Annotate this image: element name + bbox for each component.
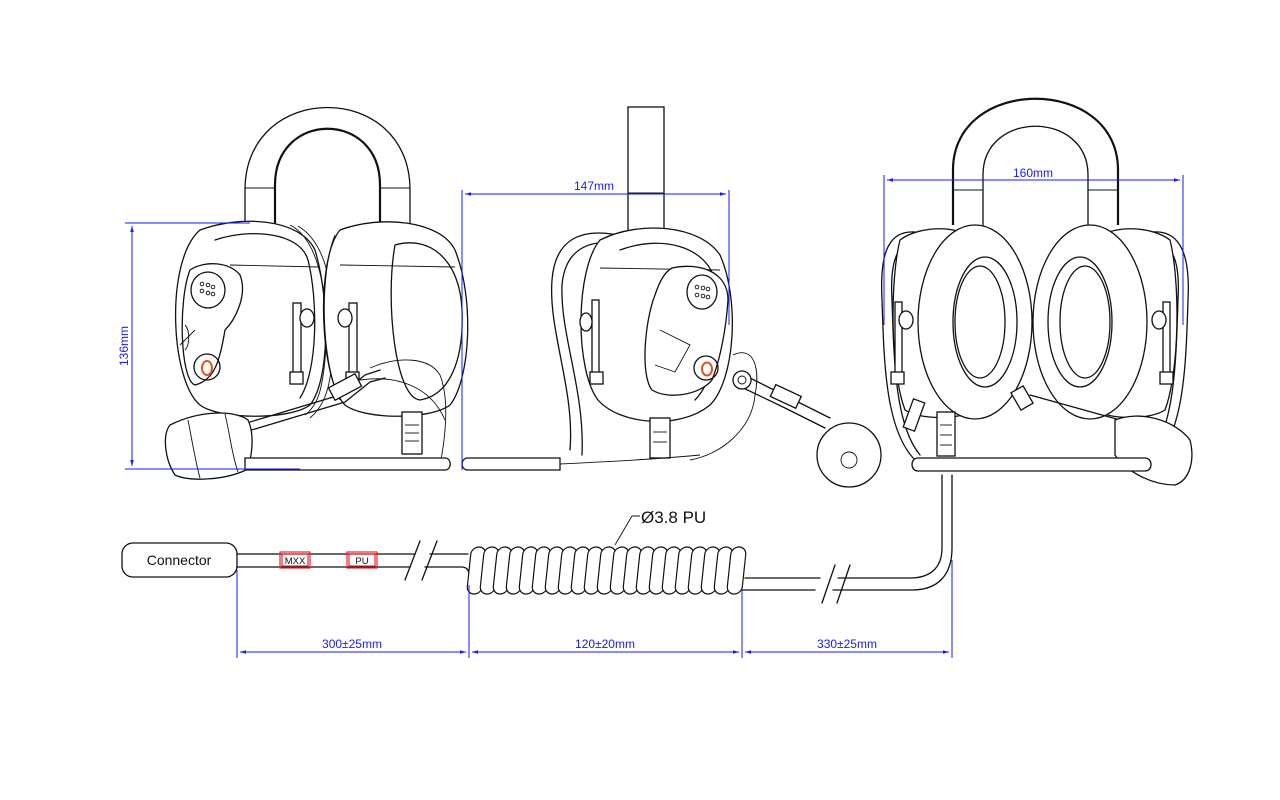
coil-loop [726, 546, 747, 595]
connector-body [121, 542, 238, 578]
dimension-height: 136mm [117, 222, 300, 470]
angled-mic [816, 422, 882, 488]
dimension-width-label: 160mm [1013, 166, 1053, 180]
headband-outer [244, 106, 411, 226]
headband-strap [627, 106, 665, 236]
cable-dimensions: 300±25mm 120±20mm 330±25mm [236, 560, 953, 658]
left-cushion [917, 224, 1033, 420]
cable-assembly [121, 474, 953, 604]
front-headband-outer [951, 97, 1120, 225]
front-base-bar [911, 457, 1152, 472]
front-mic [1114, 415, 1193, 486]
tag-pu-label: PU [355, 556, 368, 567]
cable-segment-3-label: 330±25mm [817, 637, 877, 651]
cable-segment-1-label: 300±25mm [322, 637, 382, 651]
slider-left [292, 302, 302, 379]
connector-label: Connector [147, 552, 212, 568]
tag-mxx-label: MXX [285, 556, 306, 567]
side-view-left [164, 106, 469, 480]
right-cushion [1032, 224, 1148, 420]
side-view-angled [461, 106, 882, 488]
dimension-depth-label: 147mm [574, 179, 614, 193]
coil-callout: Ø3.8 PU [641, 508, 706, 527]
dimension-depth: 147mm [461, 179, 730, 470]
coiled-cable [466, 546, 747, 595]
headband-inner [273, 127, 382, 225]
cable-segment-2-label: 120±20mm [575, 637, 635, 651]
tag-pu [346, 551, 378, 569]
headband-base [244, 457, 451, 471]
angled-ptt-ring [701, 361, 713, 377]
tag-mxx [279, 551, 311, 569]
ptt-button [193, 353, 221, 381]
ptt-button-ring [201, 360, 213, 376]
socket-pins [199, 281, 216, 297]
dimension-height-label: 136mm [117, 326, 131, 366]
front-view [880, 97, 1193, 486]
connector-socket [190, 271, 226, 309]
front-headband-inner [982, 125, 1089, 226]
angled-base-bar [461, 457, 561, 471]
dimension-width: 160mm [883, 166, 1184, 325]
